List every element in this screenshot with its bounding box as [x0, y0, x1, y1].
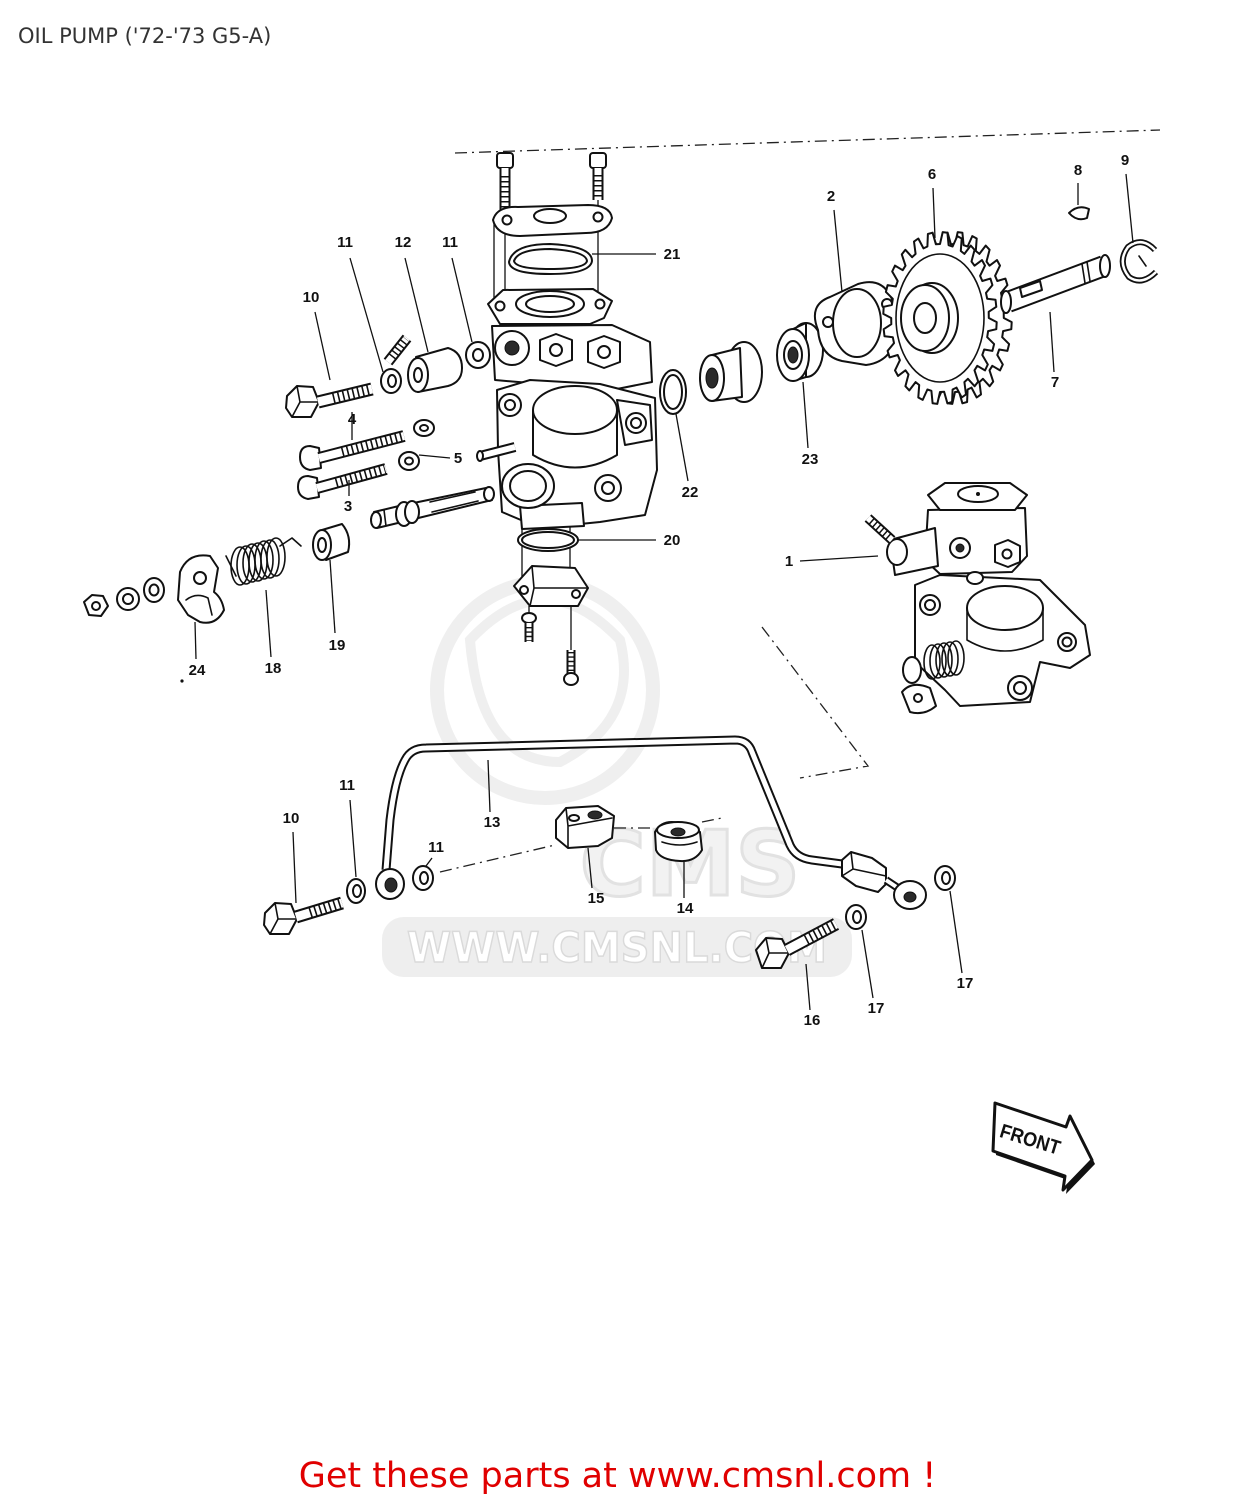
front-direction-arrow: FRONT: [991, 1101, 1095, 1194]
gasket-2: [814, 281, 897, 366]
banjo-bolt-10-upper: [285, 382, 374, 418]
washer-11-upper-left: [380, 368, 402, 394]
callout-label: 23: [802, 451, 819, 468]
screw-4: [299, 430, 406, 471]
top-cover-screw-right: [589, 152, 607, 200]
diagram-title: OIL PUMP ('72-'73 G5-A): [18, 24, 272, 48]
callout-leader-lines: [194, 173, 1134, 1011]
callout-label: 21: [664, 246, 681, 263]
callout-label: 20: [664, 532, 681, 549]
callout-label: 17: [957, 975, 974, 992]
grommet-14: [654, 821, 703, 863]
callout-label: 12: [395, 234, 412, 251]
circlip-9: [1119, 239, 1159, 284]
pin: [476, 442, 517, 462]
callout-label: 14: [677, 900, 694, 917]
banjo-bolt-10-lower: [263, 896, 344, 935]
bottom-cover-screw-left: [521, 612, 537, 642]
callout-label: 9: [1121, 152, 1129, 169]
spring-18: [225, 537, 302, 586]
callout-label: 16: [804, 1012, 821, 1029]
callout-label: 2: [827, 188, 835, 205]
callout-label: 5: [454, 450, 462, 467]
bolt-16: [755, 918, 840, 969]
callout-label: 22: [682, 484, 699, 501]
washer-5-lower: [398, 451, 420, 471]
callout-label: 10: [303, 289, 320, 306]
o-ring-22: [659, 369, 687, 415]
callout-label: 4: [348, 411, 357, 428]
callout-label: 3: [344, 498, 352, 515]
collar-19: [312, 523, 351, 561]
sleeve-12: [407, 347, 463, 393]
footer-link-text[interactable]: Get these parts at www.cmsnl.com !: [298, 1456, 937, 1496]
callout-label: 13: [484, 814, 501, 831]
callout-label: 11: [442, 234, 458, 251]
screw-3: [297, 463, 388, 500]
bearing-23: [776, 322, 824, 382]
cmsnl-watermark: CMS WWW.CMSNL.COM: [382, 575, 852, 977]
gasket-21: [508, 243, 593, 275]
bushing: [699, 341, 763, 403]
reference-dot: [180, 679, 184, 683]
key-8: [1068, 206, 1090, 221]
top-reference-line: [454, 129, 1161, 154]
drive-shaft-7: [1000, 254, 1111, 314]
washer-17-left: [845, 904, 867, 930]
callout-labels: 11 12 11 10 21 2 6 8 9 7 4 5 3 22 23 20 …: [189, 152, 1130, 1029]
washer-11-lower-right: [412, 865, 434, 891]
washer-11-upper-right: [465, 341, 491, 369]
bleed-screw: [383, 334, 412, 366]
bottom-cover-screw-right: [563, 650, 579, 686]
callout-label: 15: [588, 890, 605, 907]
callout-label: 19: [329, 637, 346, 654]
callout-label: 11: [428, 839, 444, 856]
bottom-cover: [513, 565, 589, 607]
callout-label: 6: [928, 166, 936, 183]
cam-plate-24: [177, 554, 225, 624]
oil-pipe-13: [375, 735, 927, 910]
assembly-dashed-line-bottom: [439, 817, 723, 873]
top-cover-screw-left: [496, 152, 514, 212]
plunger-shaft: [370, 486, 495, 529]
top-cover-plate: [492, 204, 613, 237]
callout-label: 17: [868, 1000, 885, 1017]
pipe-clamp-15: [555, 805, 615, 849]
washer-5-upper: [413, 419, 435, 437]
washer-17-right: [934, 865, 956, 891]
callout-label: 7: [1051, 374, 1059, 391]
callout-label: 18: [265, 660, 282, 677]
o-ring-20: [517, 528, 579, 552]
callout-label: 8: [1074, 162, 1082, 179]
callout-label: 24: [189, 662, 206, 679]
assembly-dashed-line-right: [761, 626, 870, 779]
nut-and-washers: [83, 577, 165, 617]
pump-body: [487, 288, 658, 530]
callout-label: 11: [337, 234, 353, 251]
oil-pump-assembly-1: [864, 482, 1091, 715]
callout-label: 10: [283, 810, 300, 827]
callout-label: 1: [785, 553, 793, 570]
washer-11-lower-left: [346, 878, 366, 904]
gear-6: [882, 231, 1013, 405]
callout-label: 11: [339, 777, 355, 794]
